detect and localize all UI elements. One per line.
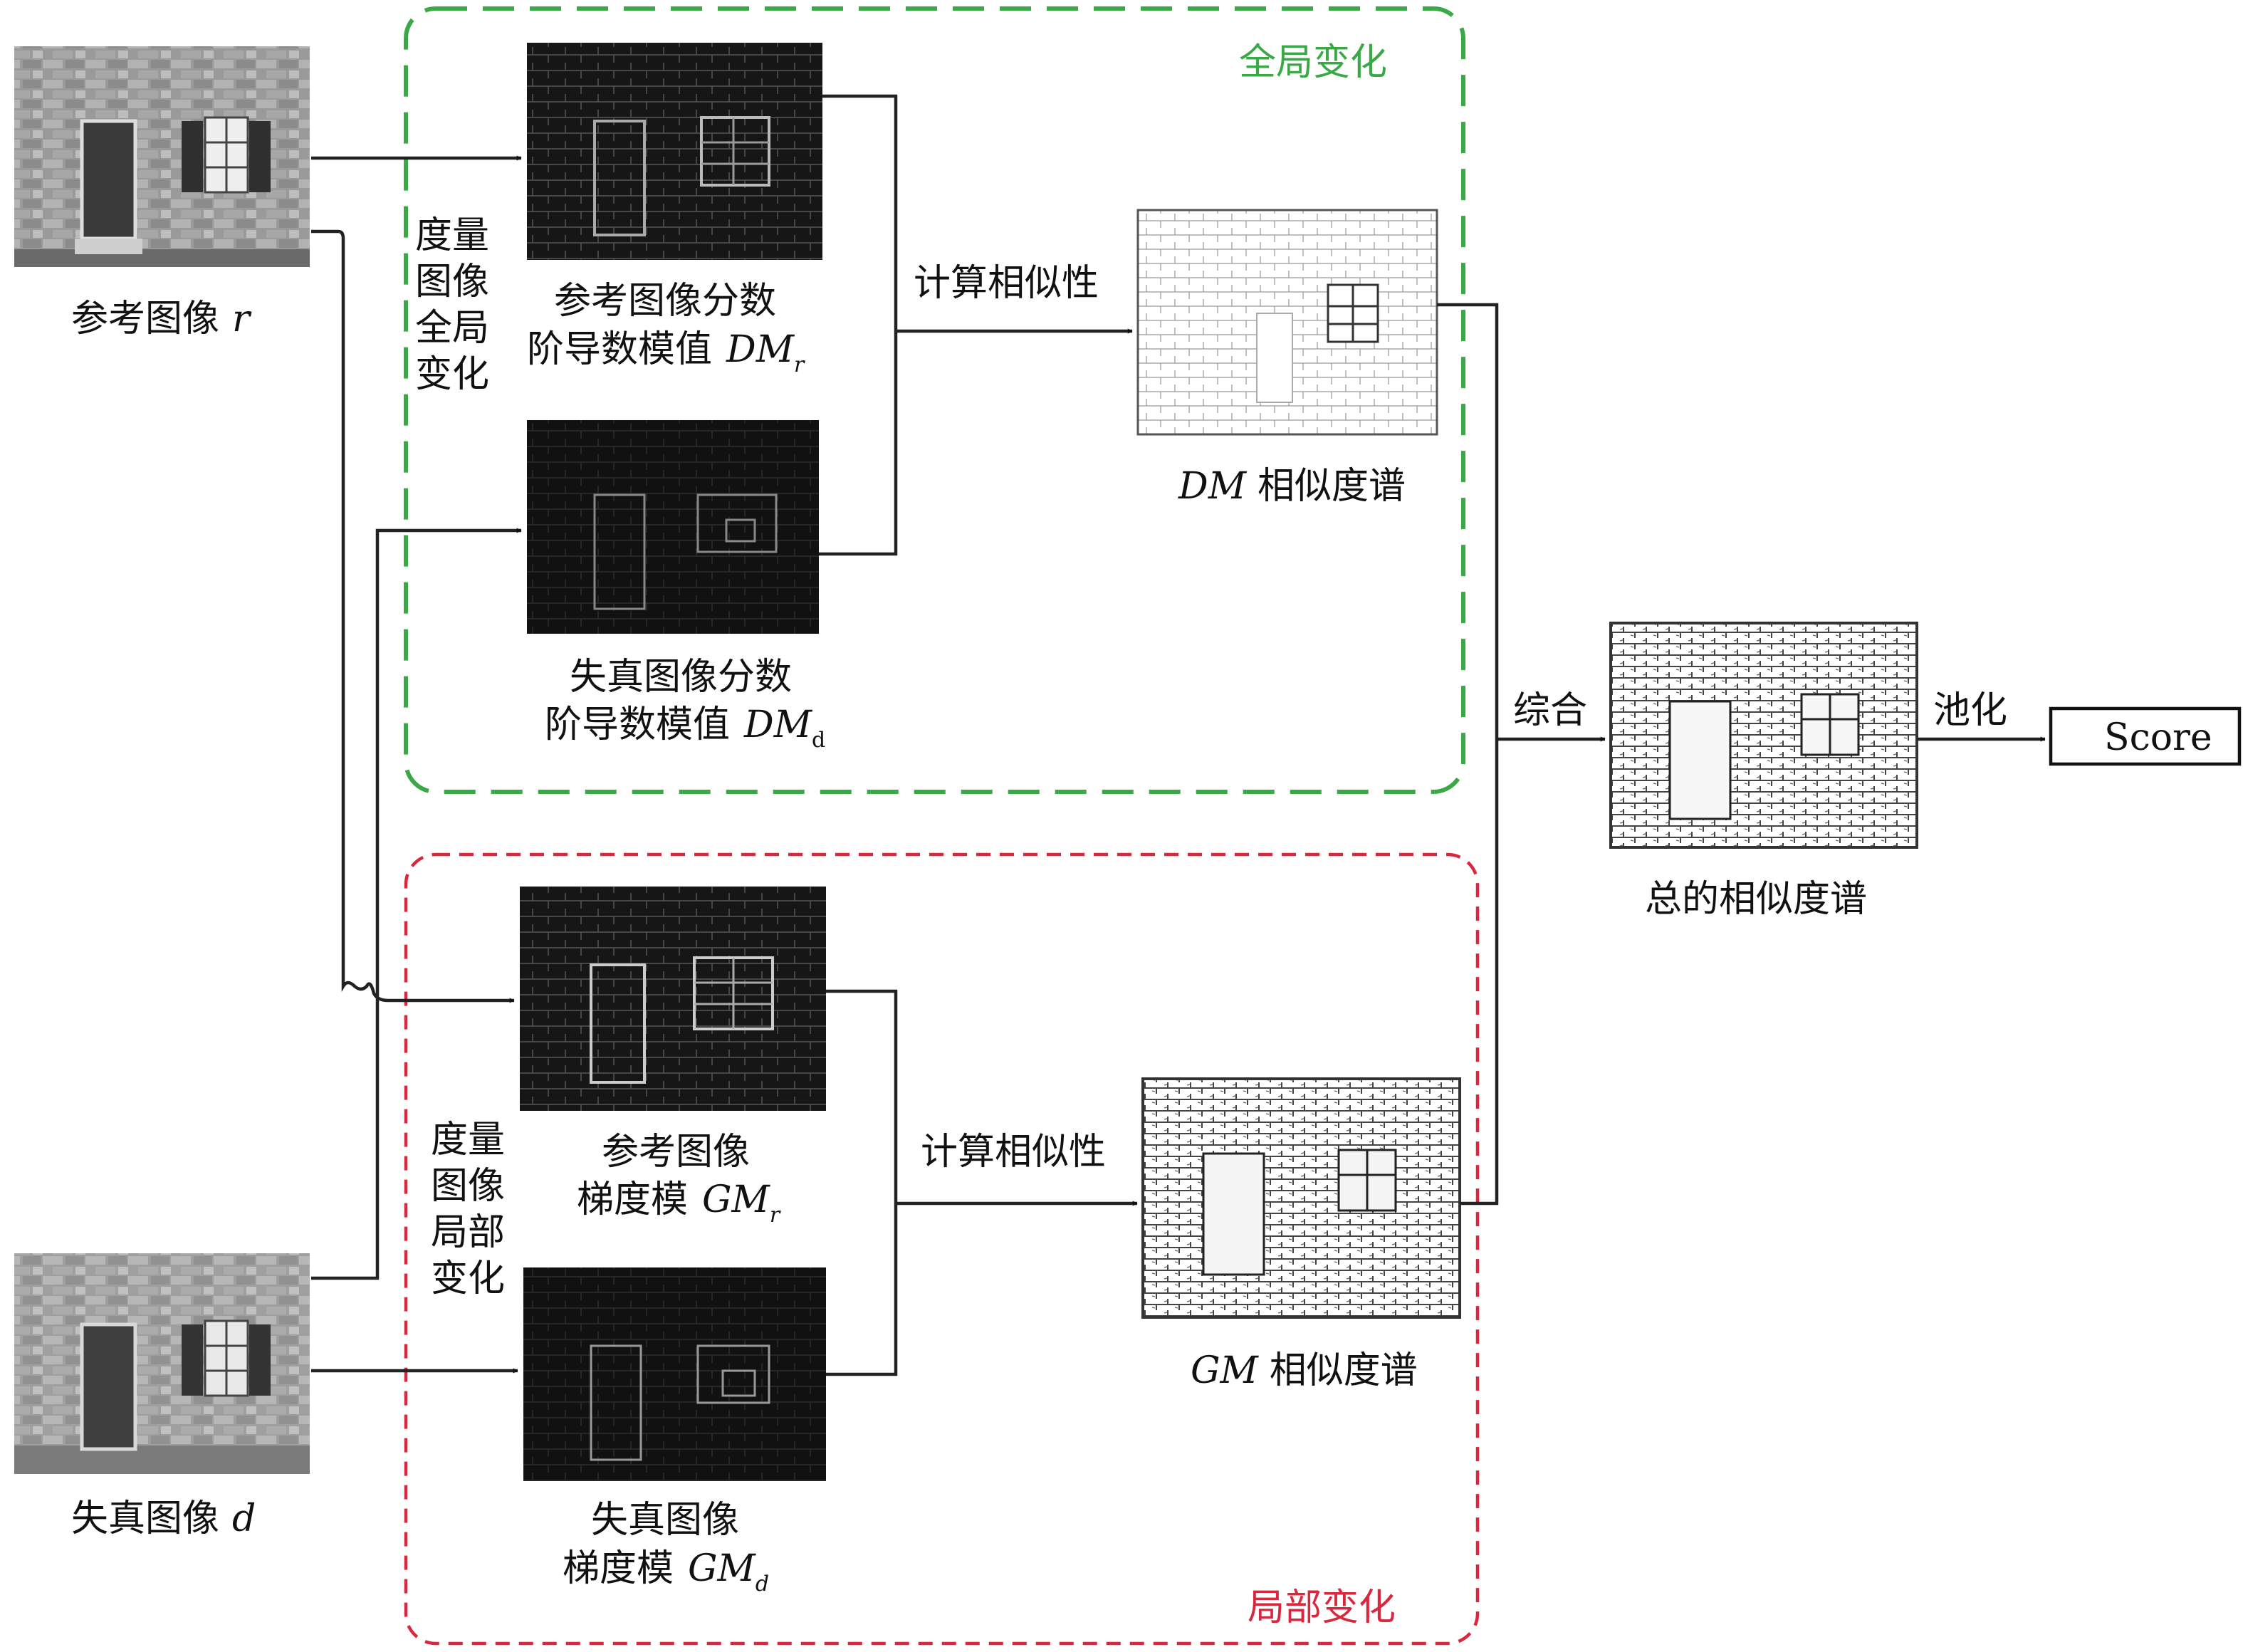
local-variation-label: 局部变化: [1248, 1586, 1396, 1629]
join-similarity-maps: [1437, 303, 1499, 1206]
score-label: Score: [2104, 716, 2212, 759]
gm-reference-map: [520, 887, 826, 1111]
local-measure-line-2: 图像: [431, 1165, 505, 1208]
distorted-image: [14, 1253, 310, 1474]
arrow-dist-to-dm: [311, 528, 522, 1280]
global-measure-line-1: 度量: [415, 214, 489, 257]
join-gm-maps: [826, 989, 898, 1376]
global-variation-region: [404, 6, 1465, 794]
dm-distorted-map: [527, 420, 819, 634]
local-measure-line-4: 变化: [431, 1258, 505, 1300]
dm-similarity-map: [1136, 209, 1438, 436]
global-measure-line-3: 全局: [415, 307, 489, 350]
global-measure-line-2: 图像: [415, 261, 489, 303]
total-similarity-map: [1609, 622, 1918, 849]
score-box: [2049, 706, 2242, 766]
compute-similarity-label-global: 计算相似性: [914, 262, 1099, 305]
dm-reference-label-1: 参考图像分数: [554, 280, 776, 323]
gm-distorted-label-1: 失真图像: [591, 1499, 739, 1542]
dm-reference-map: [527, 43, 822, 260]
compute-similarity-label-local: 计算相似性: [921, 1131, 1106, 1173]
local-measure-line-1: 度量: [431, 1119, 505, 1161]
global-variation-label: 全局变化: [1239, 41, 1387, 84]
gm-reference-label-1: 参考图像: [602, 1131, 750, 1173]
reference-image: [14, 46, 310, 267]
dm-distorted-label-1: 失真图像分数: [570, 656, 792, 699]
gm-distorted-map: [523, 1267, 826, 1481]
combine-label: 综合: [1513, 689, 1587, 732]
local-measure-line-3: 局部: [431, 1211, 505, 1254]
total-similarity-label: 总的相似度谱: [1645, 878, 1867, 921]
local-measure-label: 度量 图像 局部 变化: [431, 1119, 505, 1300]
local-variation-region: [404, 852, 1480, 1646]
global-measure-label: 度量 图像 全局 变化: [415, 214, 489, 396]
gm-similarity-map: [1141, 1077, 1461, 1319]
join-dm-maps: [819, 94, 898, 556]
global-measure-line-4: 变化: [415, 353, 489, 396]
arrow-ref-to-gm: [311, 229, 515, 1003]
pooling-label: 池化: [1933, 689, 2007, 732]
